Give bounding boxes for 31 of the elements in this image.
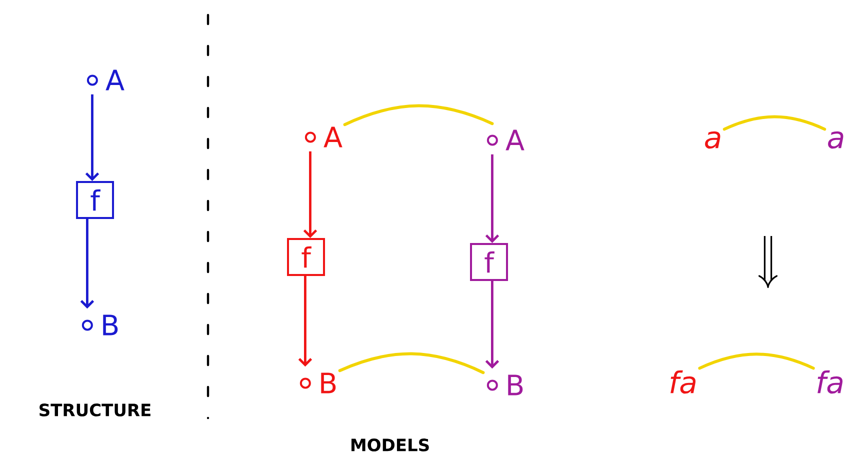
node-label: B <box>508 374 523 396</box>
connecting-curve <box>343 104 494 126</box>
arrow <box>485 154 500 243</box>
node-label: A <box>106 70 124 90</box>
labelled-point: A <box>486 130 524 150</box>
labelled-point: B <box>82 314 118 336</box>
node-label: B <box>103 314 118 336</box>
function-box: f <box>76 181 114 219</box>
arrow <box>485 281 500 369</box>
connecting-curve <box>722 115 826 131</box>
connecting-curve <box>698 352 815 370</box>
arrow <box>303 151 318 238</box>
arrow <box>298 276 312 367</box>
term-text: a <box>828 131 844 149</box>
term-text: fa <box>670 370 696 394</box>
labelled-point: A <box>304 126 342 148</box>
section-label: MODELS <box>352 438 429 452</box>
node-label: A <box>324 126 342 148</box>
arrow <box>80 219 94 309</box>
function-box: f <box>470 243 508 281</box>
term-text: a <box>705 131 720 149</box>
section-label: STRUCTURE <box>40 404 150 416</box>
function-box: f <box>287 238 325 276</box>
connecting-curve <box>338 352 485 374</box>
node-label: A <box>506 130 524 150</box>
node-label: B <box>321 372 336 394</box>
arrow <box>85 94 100 181</box>
labelled-point: B <box>486 374 523 396</box>
labelled-point: A <box>86 70 124 90</box>
term-text: fa <box>818 370 842 394</box>
labelled-point: B <box>300 372 336 394</box>
